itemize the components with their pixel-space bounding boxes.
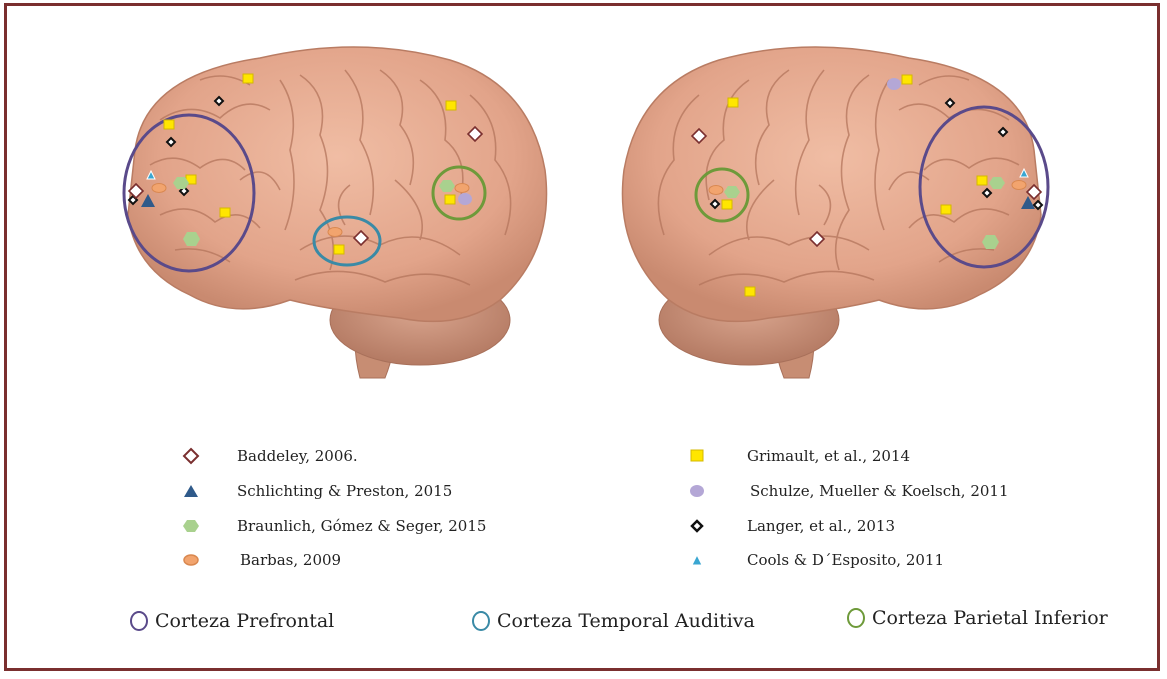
purple-circle-icon xyxy=(128,610,150,632)
yellow-square-icon xyxy=(686,446,708,466)
hollow-diamond-icon xyxy=(180,446,202,466)
legend-label: Cools & D´Esposito, 2011 xyxy=(747,548,944,572)
legend-label: Langer, et al., 2013 xyxy=(747,514,895,538)
right-brain-illustration xyxy=(622,47,1041,378)
grimault-marker xyxy=(941,205,951,214)
barbas-marker xyxy=(328,228,342,237)
region-label: Corteza Parietal Inferior xyxy=(872,604,1108,632)
grimault-marker xyxy=(977,176,987,185)
grimault-marker xyxy=(445,195,455,204)
grimault-marker xyxy=(902,75,912,84)
barbas-marker xyxy=(1012,181,1026,190)
grimault-marker xyxy=(220,208,230,217)
schulze-marker xyxy=(887,78,901,90)
legend-label: Baddeley, 2006. xyxy=(237,444,358,468)
cyan-triangle-icon xyxy=(686,550,708,570)
blue-triangle-icon xyxy=(180,481,202,501)
left-brain-illustration xyxy=(128,47,547,378)
teal-circle-icon xyxy=(470,610,492,632)
barbas-marker xyxy=(152,184,166,193)
barbas-marker xyxy=(709,186,723,195)
orange-ellipse-icon xyxy=(180,550,202,570)
legend-label: Schlichting & Preston, 2015 xyxy=(237,479,452,503)
legend-label: Grimault, et al., 2014 xyxy=(747,444,910,468)
green-circle-icon xyxy=(845,607,867,629)
grimault-marker xyxy=(722,200,732,209)
region-label: Corteza Temporal Auditiva xyxy=(497,607,755,635)
purple-ellipse-icon xyxy=(686,481,708,501)
black-diamond-icon xyxy=(686,516,708,536)
region-label: Corteza Prefrontal xyxy=(155,607,334,635)
grimault-marker xyxy=(728,98,738,107)
grimault-marker xyxy=(745,287,755,296)
grimault-marker xyxy=(334,245,344,254)
green-hexagon-icon xyxy=(180,516,202,536)
legend-label: Schulze, Mueller & Koelsch, 2011 xyxy=(750,479,1009,503)
legend-label: Barbas, 2009 xyxy=(240,548,341,572)
grimault-marker xyxy=(164,120,174,129)
barbas-marker xyxy=(455,184,469,193)
grimault-marker xyxy=(446,101,456,110)
legend-label: Braunlich, Gómez & Seger, 2015 xyxy=(237,514,486,538)
grimault-marker xyxy=(243,74,253,83)
schulze-marker xyxy=(458,193,472,205)
